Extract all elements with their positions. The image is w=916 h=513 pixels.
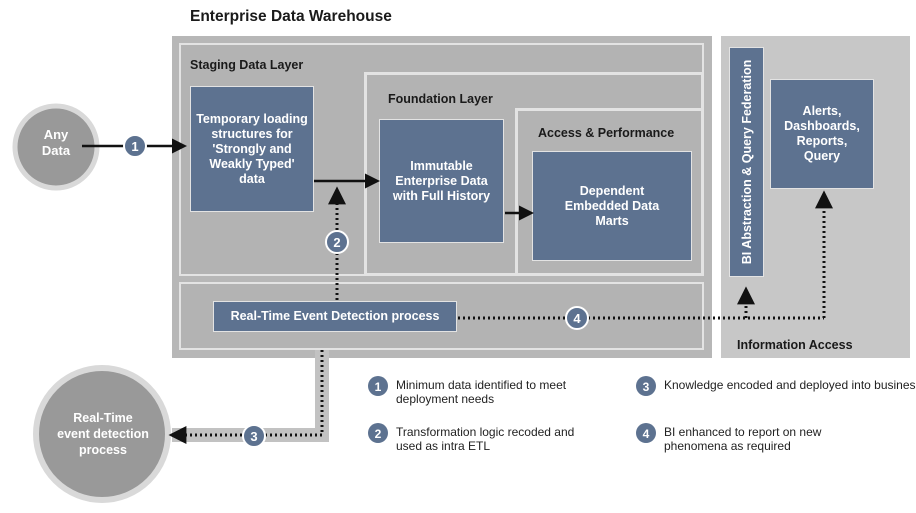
step-badge-1: 1: [123, 134, 147, 158]
svg-text:1: 1: [131, 139, 138, 154]
alerts-dashboards-box: Alerts, Dashboards, Reports, Query: [770, 79, 874, 189]
realtime-process-box: Real-Time Event Detection process: [213, 301, 457, 332]
svg-text:3: 3: [250, 429, 257, 444]
step-badge-2: 2: [325, 230, 349, 254]
svg-text:4: 4: [643, 427, 650, 441]
svg-text:4: 4: [573, 311, 581, 326]
dependent-data-marts-box: Dependent Embedded Data Marts: [532, 151, 692, 261]
svg-text:1: 1: [375, 380, 382, 394]
realtime-circle-label: Real-Time event detection process: [57, 411, 149, 457]
legend-text-2: Transformation logic recoded and used as…: [396, 425, 575, 453]
svg-text:2: 2: [333, 235, 340, 250]
legend-text-1: Minimum data identified to meet deployme…: [396, 378, 567, 406]
legend-badge-4: 4: [636, 423, 656, 443]
foundation-layer-label: Foundation Layer: [388, 92, 493, 106]
legend-text-3: Knowledge encoded and deployed into busi…: [664, 378, 916, 392]
step-badge-4: 4: [565, 306, 589, 330]
info-access-label: Information Access: [737, 338, 853, 352]
staging-layer-label: Staging Data Layer: [190, 58, 304, 72]
legend-badge-2: 2: [368, 423, 388, 443]
any-data-label: Any Data: [41, 127, 71, 158]
diagram-title: Enterprise Data Warehouse: [190, 8, 392, 25]
access-layer-label: Access & Performance: [538, 126, 675, 140]
realtime-circle: [33, 365, 171, 503]
svg-text:2: 2: [375, 427, 382, 441]
svg-text:3: 3: [643, 380, 650, 394]
step-badge-3: 3: [242, 424, 266, 448]
legend-badge-1: 1: [368, 376, 388, 396]
bi-federation-bar: BI Abstraction & Query Federation: [729, 47, 764, 277]
legend-badge-3: 3: [636, 376, 656, 396]
realtime-flow-band: [172, 350, 329, 442]
temporary-loading-box: Temporary loading structures for 'Strong…: [190, 86, 314, 212]
immutable-data-box: Immutable Enterprise Data with Full Hist…: [379, 119, 504, 243]
legend-text-4: BI enhanced to report on new phenomena a…: [664, 425, 822, 453]
